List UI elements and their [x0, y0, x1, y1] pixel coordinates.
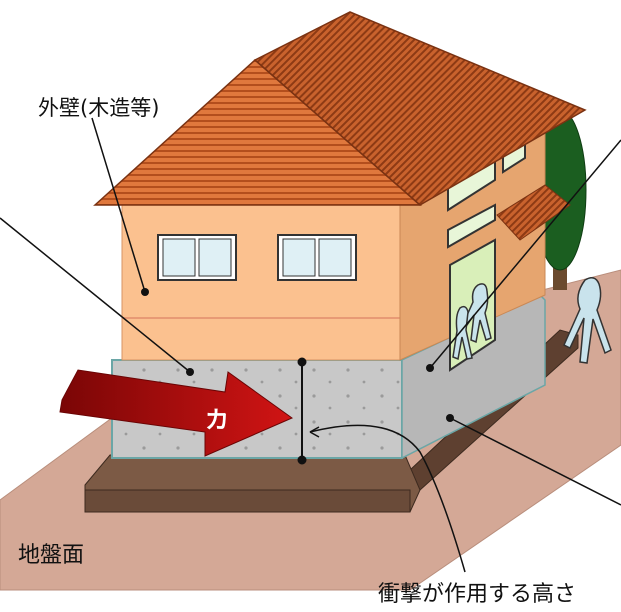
person-figure-tree — [563, 277, 612, 364]
force-label: カ — [205, 406, 229, 434]
leader-dot-foundation-right — [426, 364, 434, 372]
exterior-wall-label: 外壁(木造等) — [38, 96, 160, 120]
impact-height-marker — [297, 357, 466, 573]
impact-height-label: 衝撃が作用する高さ — [378, 582, 577, 607]
leader-dot-wall — [141, 288, 149, 296]
leader-dot-foundation-left — [186, 368, 194, 376]
person-figure-door — [463, 283, 492, 344]
leader-exterior-wall — [91, 117, 146, 293]
side-awning — [496, 184, 571, 241]
leader-right-plinth — [449, 417, 621, 506]
window-front-left — [157, 234, 237, 281]
plinth-step — [84, 489, 411, 513]
ground-surface-label: 地盤面 — [18, 543, 85, 568]
window-front-right — [277, 234, 357, 281]
window-side-lower — [447, 203, 496, 249]
exterior-wall-front — [121, 204, 401, 361]
force-arrow — [59, 369, 294, 457]
person-figure-left — [452, 305, 473, 361]
leader-right-foundation — [429, 139, 621, 369]
leader-dot-plinth-right — [446, 414, 454, 422]
roof-side — [253, 11, 587, 206]
leader-left-foundation — [0, 217, 191, 373]
